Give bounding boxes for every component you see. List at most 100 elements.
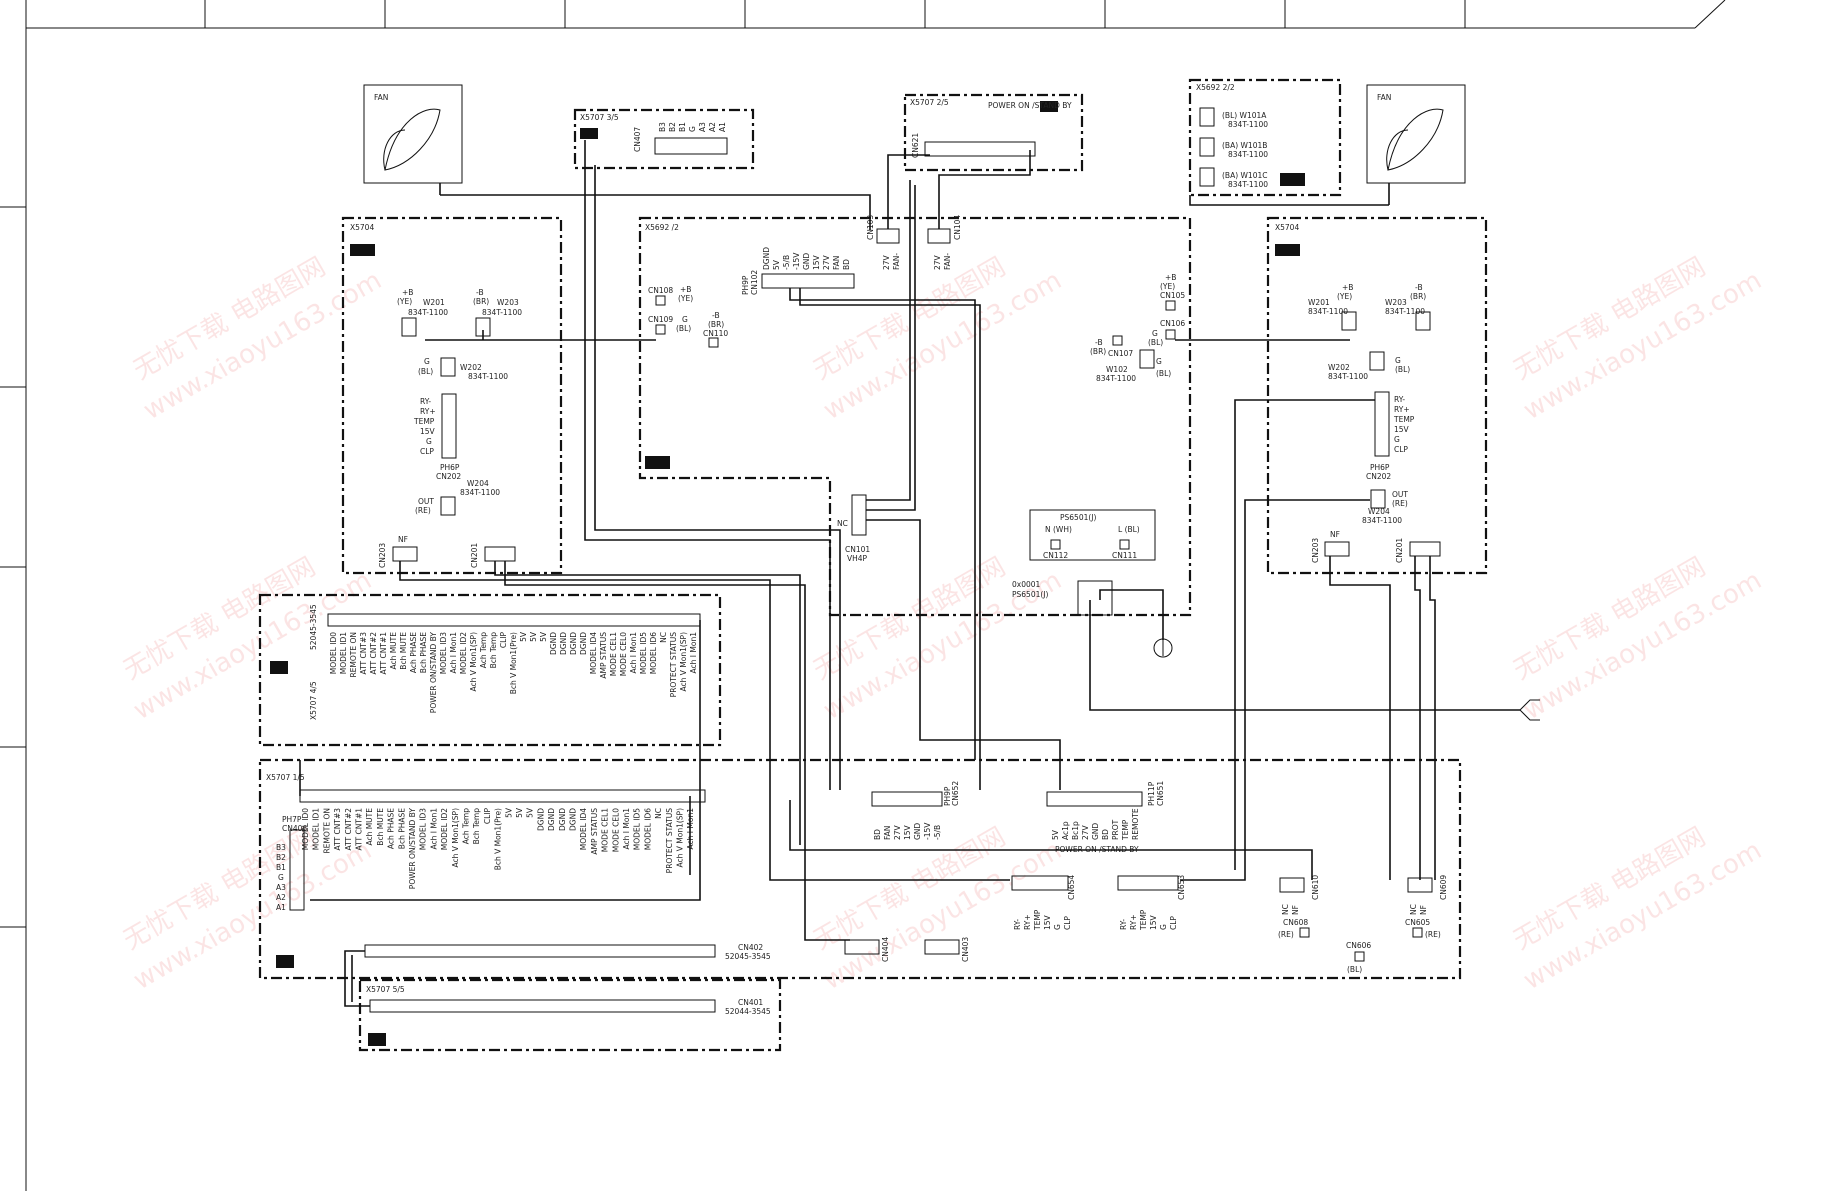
connector-label: CN106 xyxy=(1160,319,1185,328)
wire-label: W102 xyxy=(1106,365,1128,374)
signal-label: Bch Temp xyxy=(489,632,498,669)
connector-label: CN202 xyxy=(1366,472,1391,481)
pin-label: Ac1p xyxy=(1061,821,1070,840)
pin-label: GND xyxy=(1091,823,1100,840)
pin-label: 27V xyxy=(893,824,902,840)
signal-label: MODEL ID6 xyxy=(649,632,658,674)
re-label: (RE) xyxy=(1392,499,1408,508)
wire-label: (BA) W101B xyxy=(1222,141,1267,150)
connector-label: CN609 xyxy=(1439,875,1448,900)
connector-label: CN651 xyxy=(1156,781,1165,806)
pin-label: G xyxy=(278,873,284,882)
ye-label: (YE) xyxy=(1160,282,1175,291)
pin-label: TEMP xyxy=(413,417,435,426)
wire-label: W201 xyxy=(423,298,445,307)
signal-label: MODEL ID0 xyxy=(329,632,338,674)
wire-label: W203 xyxy=(1385,298,1407,307)
signal-label: MODEL ID1 xyxy=(312,808,321,850)
pin-label: RY+ xyxy=(1394,405,1410,414)
connector-type: PH9P xyxy=(943,786,952,806)
br-label: (BR) xyxy=(1090,347,1106,356)
connector-label: 52045-3545 xyxy=(309,604,318,650)
signal-label: Ach V Mon1(SP) xyxy=(469,632,478,692)
re-label: (RE) xyxy=(415,506,431,515)
g-label: G xyxy=(424,357,430,366)
pin-label: B2 xyxy=(668,122,677,132)
pin-label: 15V xyxy=(1394,425,1410,434)
wire-label: W203 xyxy=(497,298,519,307)
signal-label: MODEL ID2 xyxy=(440,808,449,850)
nc-label: NC xyxy=(1281,904,1290,915)
connector-label: CN621 xyxy=(911,133,920,158)
signal-label: ATT CNT#2 xyxy=(369,632,378,675)
connector-label: CN111 xyxy=(1112,551,1137,560)
pin-label: -5/B xyxy=(933,825,942,840)
pin-label: RY- xyxy=(1013,919,1022,930)
pin-label: G xyxy=(1053,924,1062,930)
page-frame xyxy=(0,0,1726,1191)
signal-label: MODEL ID2 xyxy=(459,632,468,674)
signal-label: Ach V Mon1(SP) xyxy=(451,808,460,868)
signal-label: ATT CNT#3 xyxy=(359,632,368,675)
pin-label: A2 xyxy=(276,893,286,902)
part-label: 834T-1100 xyxy=(1228,180,1268,189)
signal-label: NC xyxy=(659,632,668,643)
signal-label: Ach MUTE xyxy=(365,808,374,846)
connector-label: CN403 xyxy=(961,937,970,962)
pin-label: G xyxy=(1159,924,1168,930)
connector-label: CN201 xyxy=(470,543,479,568)
connector-label: CN201 xyxy=(1395,538,1404,563)
signal-label: ATT CNT#3 xyxy=(333,808,342,851)
signal-label: REMOTE ON xyxy=(349,632,358,678)
fan-left: FAN xyxy=(363,84,463,195)
signal-label: MODE CEL0 xyxy=(619,632,628,676)
board-x5692-2: X5692 2/2 (BL) W101A 834T-1100 (BA) W101… xyxy=(1188,78,1342,197)
signal-label: DGND xyxy=(536,808,545,831)
board-label: X5704 xyxy=(350,223,374,232)
signal-label: Bch V Mon1(Pre) xyxy=(494,808,503,870)
pin-label: 5V xyxy=(772,259,781,270)
signal-label: 5V xyxy=(519,631,528,642)
pin-label: 15V xyxy=(812,254,821,270)
fan-27v-label: 27V xyxy=(933,254,942,270)
signal-label: MODE CEL1 xyxy=(609,632,618,676)
board-x5704-left: X5704 +B (YE) W201 834T-1100 -B (BR) W20… xyxy=(341,216,563,575)
pin-label: 27V xyxy=(1081,824,1090,840)
part-label: 834T-1100 xyxy=(460,488,500,497)
bl-label: (BL) xyxy=(1156,369,1171,378)
connector-type: PH7P xyxy=(282,815,302,824)
minus-b-label: -B xyxy=(476,288,484,297)
ye-label: (YE) xyxy=(1337,292,1352,301)
signal-label: Bch MUTE xyxy=(399,632,408,670)
connector-type: PH11P xyxy=(1147,781,1156,806)
pin-label: CLP xyxy=(1394,445,1408,454)
pin-label: A1 xyxy=(718,122,727,132)
pin-label: 15V xyxy=(903,824,912,840)
pin-label: G xyxy=(688,126,697,132)
pin-label: Bc1p xyxy=(1071,821,1080,840)
bl-label: (BL) xyxy=(676,324,691,333)
g-label: G xyxy=(1395,356,1401,365)
part-label: 834T-1100 xyxy=(1228,150,1268,159)
bl-label: (BL) xyxy=(1148,338,1163,347)
pin-label: BD xyxy=(873,829,882,840)
signal-label: MODEL ID4 xyxy=(589,632,598,674)
signal-label: Bch V Mon1(Pre) xyxy=(509,632,518,694)
pin-label: -15V xyxy=(792,252,801,270)
out-label: OUT xyxy=(418,497,434,506)
signal-label: NC xyxy=(654,808,663,819)
watermark-group: 无忧下载 电路图网 www.xiaoyu163.com 无忧下载 电路图网 ww… xyxy=(119,252,1767,996)
g-label: G xyxy=(1152,329,1158,338)
signal-label: CLIP xyxy=(483,808,492,825)
part-label: 834T-1100 xyxy=(1385,307,1425,316)
connector-label: CN608 xyxy=(1283,918,1308,927)
bl-label: (BL) xyxy=(1347,965,1362,974)
fan-minus-label: FAN- xyxy=(892,253,901,270)
nf-label: NF xyxy=(1419,905,1428,915)
connector-label: CN402 xyxy=(738,943,763,952)
signal-label: MODE CEL0 xyxy=(611,808,620,852)
connector-label: 52045-3545 xyxy=(725,952,771,961)
